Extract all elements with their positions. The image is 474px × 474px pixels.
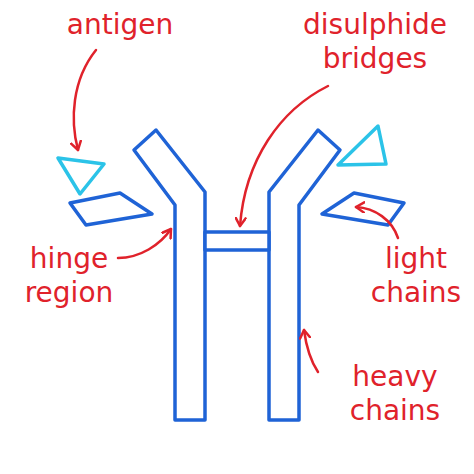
leader-line xyxy=(74,50,96,150)
leader-line xyxy=(240,86,328,226)
light-chain xyxy=(70,193,152,225)
heavy-chain xyxy=(269,130,340,420)
callout-label: disulphide bridges xyxy=(282,8,468,75)
antigen-triangle xyxy=(338,126,386,165)
callout-label: light chains xyxy=(362,242,470,309)
leader-line xyxy=(304,330,318,372)
leader-line xyxy=(118,229,171,258)
heavy-chain xyxy=(134,130,205,420)
callout-label: heavy chains xyxy=(325,360,465,427)
disulphide-bridge xyxy=(205,232,269,250)
antigen-triangle xyxy=(58,158,104,194)
leader-line xyxy=(356,207,398,238)
callout-label: hinge region xyxy=(4,242,134,309)
callout-label: antigen xyxy=(60,8,180,42)
